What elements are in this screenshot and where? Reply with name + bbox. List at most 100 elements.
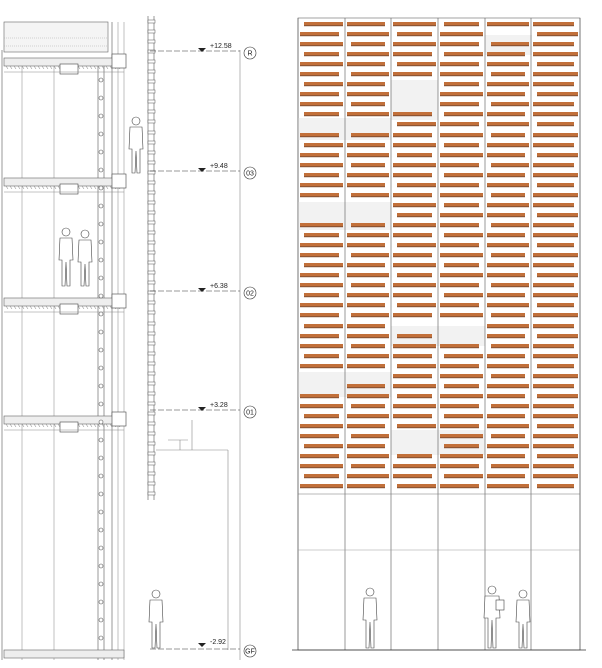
facade-fin	[147, 49, 156, 54]
timber-slat-shadow	[537, 397, 578, 399]
timber-slat-shadow	[304, 357, 339, 359]
timber-slat	[491, 344, 529, 348]
slab-hatch	[57, 65, 61, 70]
timber-slat-shadow	[347, 65, 385, 67]
timber-slat	[347, 52, 389, 56]
slab-hatch	[105, 65, 109, 70]
timber-slat	[444, 354, 483, 358]
timber-slat-shadow	[393, 176, 432, 178]
timber-slat-shadow	[393, 477, 432, 479]
timber-slat	[393, 193, 432, 197]
person-silhouette-icon	[77, 229, 93, 287]
facade-fin	[147, 341, 156, 346]
timber-slat	[351, 253, 389, 257]
slab-hatch	[9, 65, 13, 70]
timber-slat-shadow	[444, 206, 479, 208]
timber-slat-shadow	[440, 125, 479, 127]
timber-slat	[440, 484, 479, 488]
slab-hatch	[9, 423, 13, 428]
slab-hatch	[41, 305, 45, 310]
facade-fin	[147, 280, 156, 285]
slab-hatch	[29, 185, 33, 190]
timber-slat-shadow	[537, 306, 574, 308]
column-stud	[98, 545, 104, 551]
timber-slat	[393, 22, 436, 26]
timber-slat	[440, 243, 479, 247]
timber-slat	[351, 313, 389, 317]
timber-slat	[300, 334, 339, 338]
timber-slat	[304, 112, 339, 116]
timber-slat	[397, 153, 432, 157]
facade-fin	[147, 150, 156, 155]
slab-hatch	[17, 305, 21, 310]
slab-hatch	[101, 423, 105, 428]
timber-slat-shadow	[351, 316, 389, 318]
slab-connection	[111, 53, 127, 69]
timber-slat	[397, 213, 432, 217]
timber-slat-shadow	[444, 25, 479, 27]
timber-slat-shadow	[347, 457, 389, 459]
timber-slat-shadow	[491, 105, 529, 107]
person-silhouette-icon	[483, 585, 505, 649]
timber-slat	[300, 62, 343, 66]
slab-hatch	[45, 305, 49, 310]
column-stud	[98, 113, 104, 119]
timber-slat-shadow	[393, 407, 436, 409]
slab-hatch	[37, 423, 41, 428]
timber-slat	[444, 474, 483, 478]
timber-slat-shadow	[533, 236, 578, 238]
column-stud	[98, 95, 104, 101]
column-stud	[98, 221, 104, 227]
timber-slat	[487, 354, 525, 358]
timber-slat-shadow	[533, 166, 574, 168]
facade-fin	[147, 220, 156, 225]
timber-slat-shadow	[533, 437, 578, 439]
timber-slat	[300, 344, 343, 348]
timber-slat-shadow	[491, 437, 525, 439]
facade-fin	[147, 119, 156, 124]
timber-slat	[347, 183, 385, 187]
timber-slat-shadow	[444, 387, 479, 389]
timber-slat	[537, 303, 574, 307]
slab-hatch	[17, 423, 21, 428]
timber-slat-shadow	[397, 65, 436, 67]
facade-fin	[147, 29, 156, 34]
slab-bracket	[59, 421, 79, 433]
timber-slat	[440, 283, 479, 287]
timber-slat-shadow	[393, 357, 432, 359]
timber-slat-shadow	[487, 457, 525, 459]
timber-slat-shadow	[300, 95, 339, 97]
timber-slat	[444, 82, 479, 86]
timber-slat	[533, 112, 578, 116]
timber-slat	[487, 213, 525, 217]
column-stud	[98, 473, 104, 479]
facade-fin	[147, 180, 156, 185]
slab-hatch	[81, 185, 85, 190]
timber-slat-shadow	[537, 457, 578, 459]
timber-slat-shadow	[304, 55, 339, 57]
timber-slat-shadow	[487, 397, 525, 399]
timber-slat-shadow	[491, 286, 529, 288]
timber-slat-shadow	[487, 216, 525, 218]
timber-slat	[537, 394, 578, 398]
slab-hatch	[29, 305, 33, 310]
timber-slat-shadow	[393, 377, 432, 379]
timber-slat	[537, 243, 574, 247]
timber-slat	[491, 102, 529, 106]
facade-fin	[147, 431, 156, 436]
timber-slat-shadow	[487, 357, 525, 359]
timber-slat	[304, 263, 343, 267]
timber-slat-shadow	[487, 417, 525, 419]
timber-slat-shadow	[440, 136, 483, 138]
timber-slat	[533, 404, 574, 408]
timber-slat	[444, 143, 479, 147]
timber-slat-shadow	[440, 75, 483, 77]
facade-fin	[147, 200, 156, 205]
timber-slat	[440, 374, 483, 378]
timber-slat	[440, 32, 483, 36]
timber-slat	[537, 62, 574, 66]
column-stud	[98, 347, 104, 353]
timber-slat-shadow	[487, 276, 525, 278]
timber-slat	[533, 444, 574, 448]
timber-slat-shadow	[491, 407, 529, 409]
